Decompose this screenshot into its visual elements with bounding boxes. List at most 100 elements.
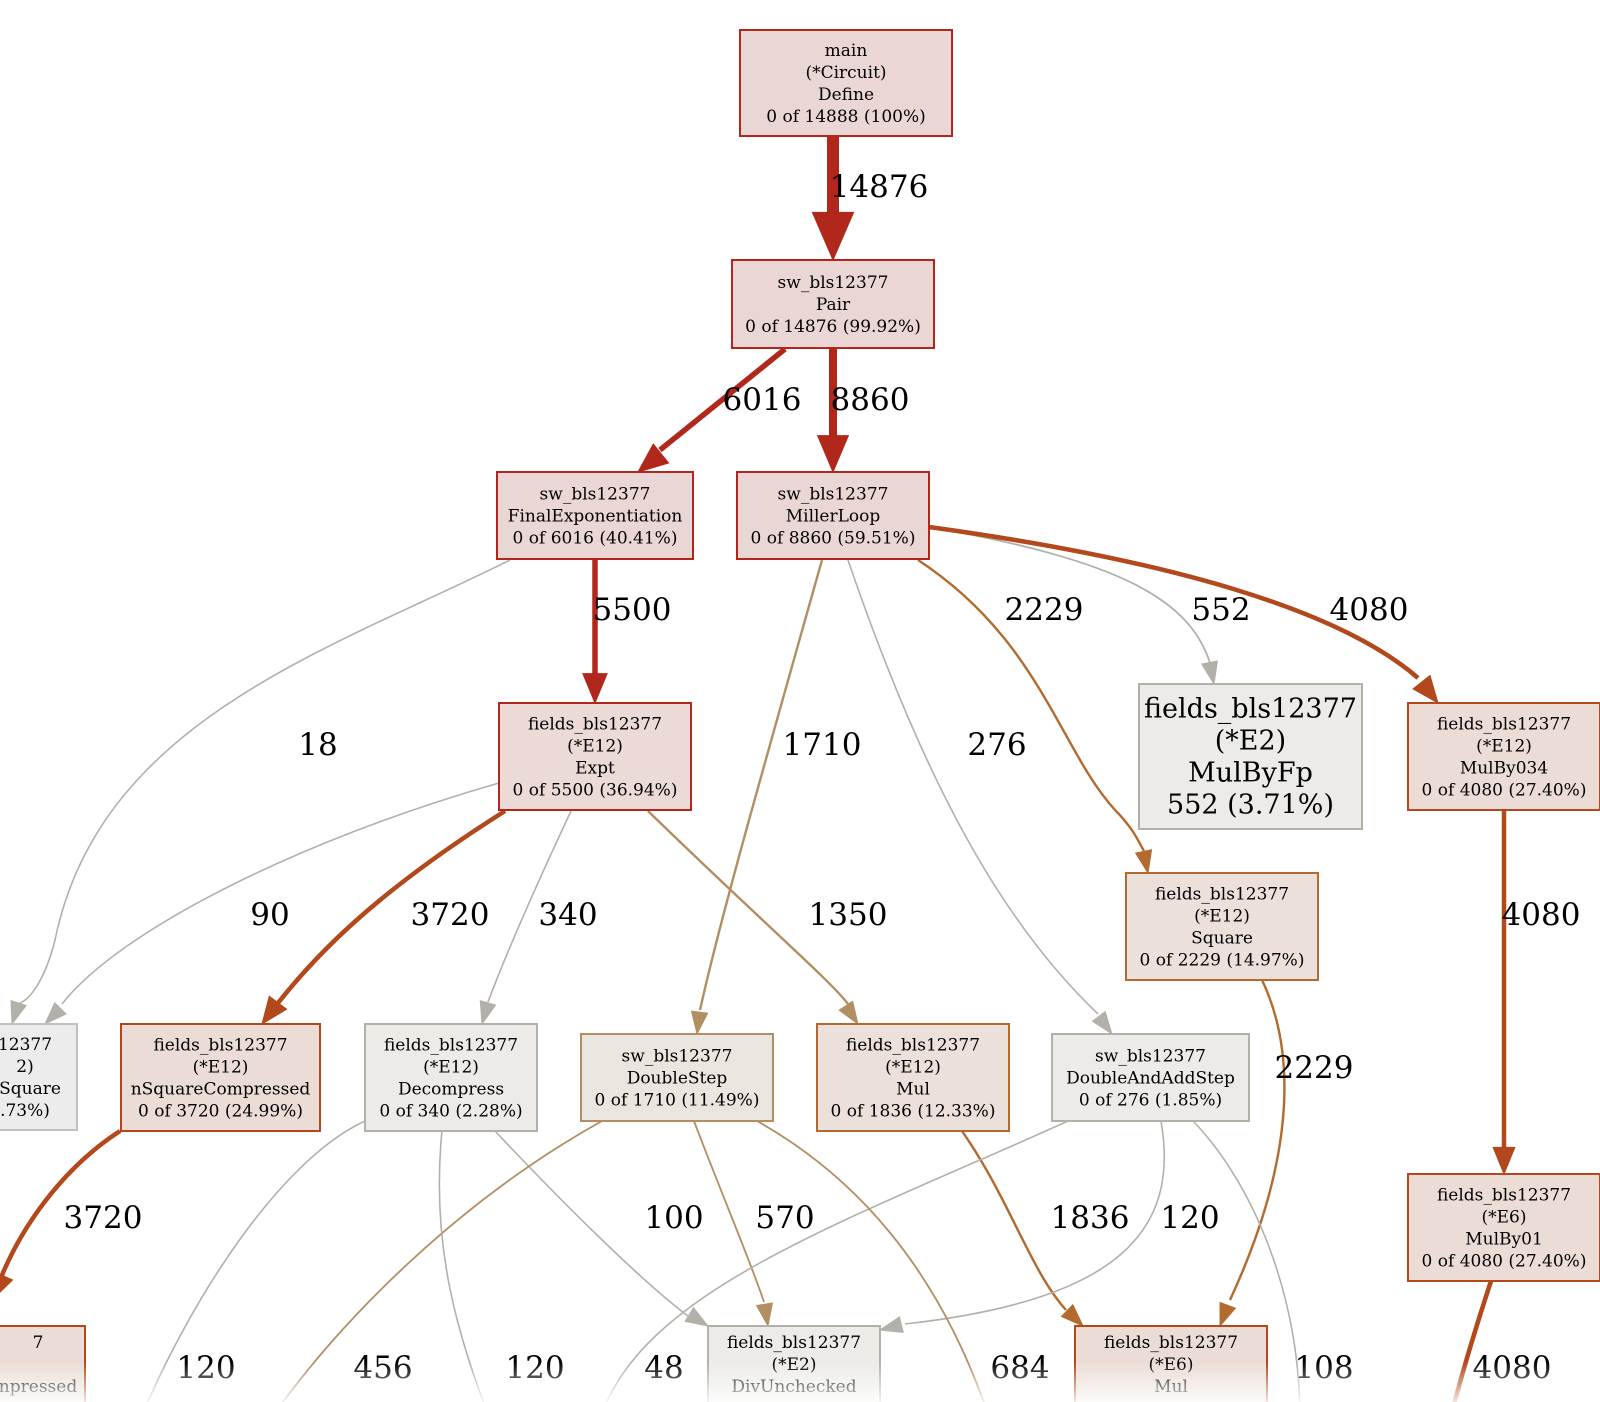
- node-line: fields_bls12377: [384, 1036, 518, 1056]
- edge-arrowhead: [816, 435, 850, 474]
- edge-millerloop-to-doublestep[interactable]: [690, 559, 824, 1036]
- edge-millerloop-to-daddstep[interactable]: [847, 559, 1113, 1036]
- node-line: sw_bls12377: [540, 485, 651, 505]
- node-box: [1138, 683, 1363, 830]
- edge-expt-to-cyclosq[interactable]: [43, 782, 500, 1026]
- edge-mul12-to-mul6[interactable]: [961, 1130, 1085, 1328]
- node-line: fields_bls12377: [1144, 693, 1357, 724]
- node-line: MulBy034: [1460, 759, 1548, 779]
- edge-arrowhead: [684, 1306, 710, 1327]
- node-line: 0 of 4080 (27.40%): [1422, 1252, 1587, 1272]
- node-line: eSquare: [0, 1079, 61, 1099]
- node-line: sw_bls12377: [778, 273, 889, 293]
- edge-mulby01-to-offscreen-g[interactable]: [1450, 1280, 1494, 1402]
- edge-label-expt-to-decompress: 340: [538, 897, 597, 933]
- node-line: main: [825, 41, 868, 61]
- edge-label-pair-to-millerloop: 8860: [831, 382, 910, 418]
- edge-line: [904, 1120, 1166, 1325]
- edge-label-millerloop-to-mulby034: 4080: [1330, 592, 1409, 628]
- edge-expt-to-decompress[interactable]: [479, 810, 572, 1026]
- node-line: 0 of 8860 (59.51%): [751, 529, 916, 549]
- edge-arrowhead: [479, 1000, 497, 1026]
- edge-main-to-pair[interactable]: [811, 137, 855, 262]
- edge-label-main-to-pair: 14876: [830, 169, 929, 205]
- edge-line: [961, 1130, 1067, 1311]
- edge-line: [847, 559, 1099, 1015]
- edge-pair-to-finalexp[interactable]: [636, 346, 787, 473]
- edge-mulby034-to-mulby01[interactable]: [1492, 811, 1516, 1176]
- node-line: DoubleStep: [627, 1069, 728, 1089]
- node-line: Pair: [816, 295, 851, 315]
- node-line: (*E6): [1482, 1208, 1527, 1228]
- node-line: 0 of 1710 (11.49%): [595, 1091, 760, 1111]
- edge-label-expt-to-cyclosq: 90: [250, 897, 289, 933]
- node-box: [816, 1023, 1010, 1132]
- edge-line: [698, 559, 824, 1011]
- node-nsqcomp[interactable]: fields_bls12377(*E12)nSquareCompressed0 …: [120, 1023, 321, 1132]
- bottom-fade: [0, 1362, 1600, 1402]
- edge-label-decompress-to-divunchecked: 100: [644, 1200, 703, 1236]
- edge-label-doublestep-to-divunchecked: 570: [755, 1200, 814, 1236]
- edges-layer: [0, 137, 1516, 1402]
- edge-label-mulby034-to-mulby01: 4080: [1502, 897, 1581, 933]
- edge-line: [1228, 979, 1286, 1301]
- edge-label-daddstep-to-divunchecked: 120: [1160, 1200, 1219, 1236]
- edge-label-nsqcomp-to-sqcompressed: 3720: [64, 1200, 143, 1236]
- node-line: Expt: [575, 759, 615, 779]
- edge-line: [494, 1130, 689, 1317]
- node-line: (*E12): [193, 1058, 249, 1078]
- edge-line: [61, 782, 500, 1005]
- node-box: [580, 1033, 774, 1122]
- node-line: 0 of 14876 (99.92%): [745, 317, 921, 337]
- edge-decompress-to-offscreen-c[interactable]: [438, 1130, 490, 1402]
- edge-decompress-to-divunchecked[interactable]: [494, 1130, 710, 1327]
- edge-pair-to-millerloop[interactable]: [816, 349, 850, 474]
- node-line: Mul: [896, 1080, 930, 1100]
- edge-label-finalexp-to-expt: 5500: [593, 592, 672, 628]
- edge-arrowhead: [43, 1001, 67, 1026]
- edge-decompress-to-offscreen-a[interactable]: [140, 1120, 366, 1402]
- edge-label-expt-to-nsqcomp: 3720: [411, 897, 490, 933]
- edge-finalexp-to-expt[interactable]: [582, 560, 608, 705]
- node-box: [364, 1023, 538, 1132]
- edge-nsqcomp-to-sqcompressed[interactable]: [0, 1129, 122, 1300]
- node-box: [1407, 702, 1600, 811]
- edge-millerloop-to-mulby034[interactable]: [928, 524, 1439, 705]
- edge-millerloop-to-mulbyfp[interactable]: [928, 526, 1219, 686]
- edge-millerloop-to-square12[interactable]: [917, 558, 1153, 875]
- node-line: fields_bls12377: [727, 1333, 861, 1353]
- node-line: 7: [33, 1333, 44, 1353]
- edge-expt-to-nsqcomp[interactable]: [261, 809, 507, 1026]
- node-line: MulByFp: [1188, 757, 1313, 788]
- edge-label-mul12-to-mul6: 1836: [1051, 1200, 1130, 1236]
- edge-label-square12-to-mul6: 2229: [1275, 1050, 1354, 1086]
- edge-doublestep-to-divunchecked[interactable]: [693, 1120, 774, 1328]
- edge-arrowhead: [0, 1273, 14, 1293]
- edge-label-expt-to-mul12: 1350: [809, 897, 888, 933]
- edge-line: [693, 1120, 765, 1303]
- node-box: [739, 29, 953, 137]
- edge-finalexp-to-cyclosq[interactable]: [10, 559, 511, 1026]
- edge-daddstep-to-divunchecked[interactable]: [878, 1120, 1166, 1334]
- edge-expt-to-mul12[interactable]: [647, 810, 859, 1026]
- edge-label-millerloop-to-mulbyfp: 552: [1191, 592, 1250, 628]
- edge-line: [17, 559, 511, 1005]
- node-line: 0 of 340 (2.28%): [379, 1102, 522, 1122]
- edge-square12-to-mul6[interactable]: [1219, 979, 1286, 1328]
